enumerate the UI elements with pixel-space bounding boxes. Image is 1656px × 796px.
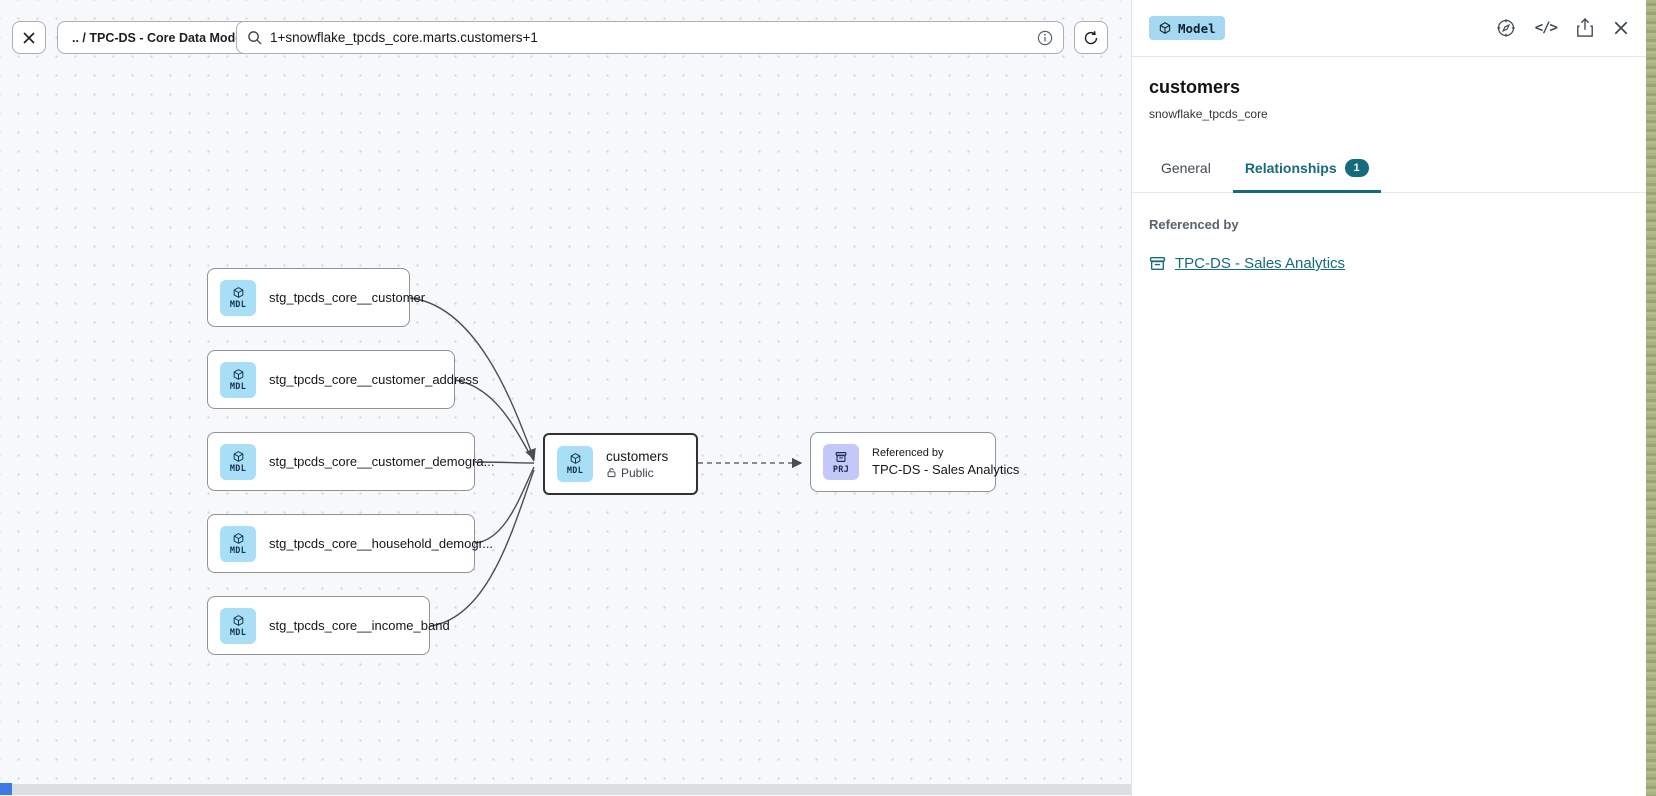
horizontal-scrollbar[interactable] — [12, 784, 1131, 795]
tab-relationships[interactable]: Relationships 1 — [1232, 147, 1381, 193]
view-code-icon[interactable]: </> — [1534, 20, 1558, 36]
node-label: stg_tpcds_core__customer_address — [269, 372, 479, 387]
close-panel-icon[interactable] — [1613, 20, 1629, 36]
node-referenced-project[interactable]: PRJ Referenced by TPC-DS - Sales Analyti… — [810, 432, 1019, 492]
tab-general[interactable]: General — [1161, 160, 1211, 176]
cube-icon — [233, 368, 243, 380]
project-archive-icon — [1149, 256, 1166, 271]
explore-compass-icon[interactable] — [1496, 18, 1516, 38]
node-title: TPC-DS - Sales Analytics — [872, 462, 1020, 477]
node-title: customers — [606, 448, 669, 464]
node-stg-tpcds-core-customer-demographics[interactable]: MDL stg_tpcds_core__customer_demogra... — [207, 432, 494, 491]
model-type-badge: MDL — [220, 525, 256, 562]
lock-icon — [607, 468, 616, 478]
panel-header: Model </> — [1132, 0, 1646, 57]
breadcrumb-label: .. / TPC-DS - Core Data Models — [72, 30, 253, 45]
scrollbar-thumb[interactable] — [0, 783, 12, 795]
project-type-badge: PRJ — [823, 444, 859, 480]
resource-type-chip: Model — [1149, 16, 1225, 40]
referenced-project-link[interactable]: TPC-DS - Sales Analytics — [1175, 255, 1346, 272]
node-access: Public — [606, 466, 668, 480]
page-title: customers — [1149, 77, 1241, 97]
panel-tabs: General Relationships 1 — [1132, 147, 1646, 193]
close-icon — [23, 31, 35, 44]
lineage-canvas[interactable]: .. / TPC-DS - Core Data Models — [0, 0, 1131, 796]
breadcrumb[interactable]: .. / TPC-DS - Core Data Models — [57, 21, 268, 54]
model-type-badge: MDL — [220, 607, 256, 644]
model-type-badge: MDL — [220, 443, 256, 480]
node-customers-selected[interactable]: MDL customers Public — [543, 433, 698, 495]
model-type-badge: MDL — [220, 279, 256, 316]
node-label: stg_tpcds_core__household_demogr... — [269, 536, 494, 551]
refresh-icon — [1084, 30, 1098, 44]
details-panel: Model </> customers snowflake_tpcds_core — [1131, 0, 1646, 796]
close-lineage-button[interactable] — [12, 21, 46, 54]
info-icon[interactable] — [1037, 30, 1053, 46]
node-kicker: Referenced by — [872, 447, 944, 459]
model-type-badge: MDL — [220, 361, 256, 398]
archive-icon — [835, 451, 847, 462]
cube-icon — [233, 450, 243, 462]
lineage-edges — [409, 297, 803, 627]
node-stg-tpcds-core-customer[interactable]: MDL stg_tpcds_core__customer — [207, 268, 425, 327]
cube-icon — [1159, 22, 1171, 34]
cube-icon — [233, 614, 243, 626]
node-stg-tpcds-core-income-band[interactable]: MDL stg_tpcds_core__income_band — [207, 596, 450, 655]
model-type-badge: MDL — [557, 446, 593, 482]
node-stg-tpcds-core-household-demographics[interactable]: MDL stg_tpcds_core__household_demogr... — [207, 514, 493, 573]
referenced-by-label: Referenced by — [1149, 217, 1239, 232]
resource-type-label: Model — [1178, 20, 1216, 36]
cube-icon — [233, 532, 243, 544]
desktop-wallpaper-strip — [1646, 0, 1656, 796]
refresh-lineage-button[interactable] — [1074, 21, 1108, 54]
node-stg-tpcds-core-customer-address[interactable]: MDL stg_tpcds_core__customer_address — [207, 350, 479, 409]
cube-icon — [233, 286, 243, 298]
node-label: stg_tpcds_core__customer_demogra... — [269, 454, 495, 469]
node-label: stg_tpcds_core__income_band — [269, 618, 450, 633]
search-icon — [248, 31, 262, 45]
reference-list-item: TPC-DS - Sales Analytics — [1149, 255, 1629, 272]
relationships-count-badge: 1 — [1344, 159, 1369, 177]
page-subtitle: snowflake_tpcds_core — [1149, 107, 1268, 121]
cube-icon — [570, 453, 580, 464]
lineage-search — [236, 21, 1064, 54]
share-icon[interactable] — [1576, 18, 1594, 38]
access-label: Public — [621, 465, 654, 480]
search-input[interactable] — [270, 30, 1037, 45]
node-label: stg_tpcds_core__customer — [269, 290, 426, 305]
